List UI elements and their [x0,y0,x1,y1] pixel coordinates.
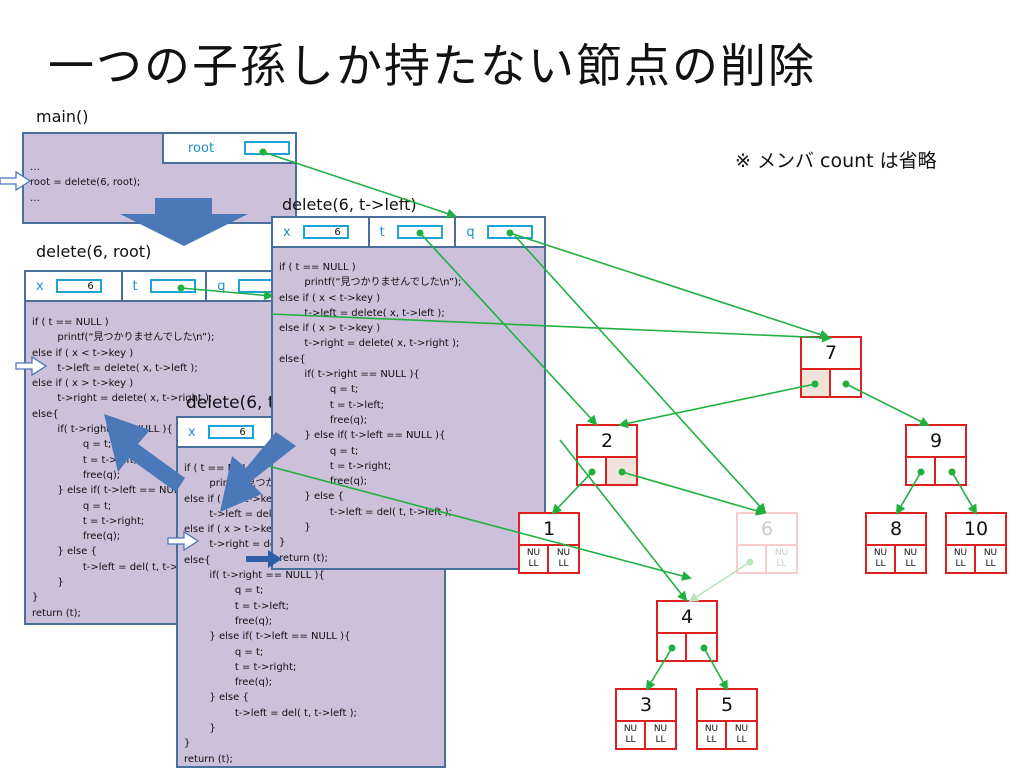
main-code: … root = delete(6, root); … [30,162,141,204]
edge-7-to-9 [845,383,930,426]
var-t: t [122,272,208,302]
omission-note: ※ メンバ count は省略 [735,150,937,172]
node-key-2: 2 [578,426,636,458]
var-x-label: x [36,278,44,294]
tree-node-9: 9 [905,424,967,486]
node-9-left [907,458,936,484]
x-value-box-f2: 6 [302,225,349,239]
node-key-7: 7 [802,338,860,370]
var-x-f3: x 6 [178,418,275,448]
var-x-f2-label: x [283,224,291,240]
var-x-f2: x 6 [273,218,370,248]
edge-7-to-2 [618,383,816,429]
x-value-box-f3: 6 [207,425,254,439]
frame-label-f1: delete(6, root) [36,242,152,261]
node-6-left [738,546,767,572]
call-arrow-f1-to-f3 [104,414,185,492]
node-key-4: 4 [658,602,716,634]
var-root-label: root [188,140,215,156]
var-q-label: q [217,278,226,294]
ptr-f3-t [256,462,692,581]
stack-frame-delete-t-left: x 6 t q if ( t == NULL ) printf(“見つかりません… [271,216,546,570]
call-arrow-main-to-f1 [120,198,248,246]
node-2-left [578,458,607,484]
current-line-marker-f3 [167,530,200,552]
edge-9-to-10 [951,471,978,515]
node-key-10: 10 [947,514,1005,546]
ptr-f1-t [180,287,274,301]
edge-2-to-6 [621,471,766,516]
ptr-root [262,151,457,219]
slide-title: 一つの子孫しか持たない節点の削除 [48,39,816,93]
node-key-9: 9 [907,426,965,458]
edge-6-to-4-faded [688,561,751,603]
node-4-left [658,634,687,660]
var-t-f2: t [369,218,457,248]
var-t-label: t [132,278,138,294]
current-line-marker-f1 [15,355,48,377]
ptr-f1-q [270,313,832,343]
var-x: x 6 [26,272,123,302]
edge-4-to-3 [645,647,673,691]
tree-node-2: 2 [576,424,638,486]
frame-label-main: main() [36,107,89,126]
ptr-f2-t [419,232,598,426]
edge-2-to-1 [551,471,593,515]
call-arrow-f3-to-f2 [220,432,296,512]
node-key-5: 5 [698,690,756,722]
current-line-marker-main [0,170,32,192]
var-t-f2-label: t [379,224,385,240]
x-value-box: 6 [55,279,102,293]
var-q-f2-label: q [466,224,475,240]
node-key-8: 8 [867,514,925,546]
var-root: root [162,134,295,164]
node-key-1: 1 [520,514,578,546]
edge-9-to-8 [895,471,922,515]
tree-node-7: 7 [800,336,862,398]
frame-label-f2: delete(6, t->left) [282,195,417,214]
f2-code: if ( t == NULL ) printf(“見つかりませんでした\n”);… [279,262,462,564]
node-key-3: 3 [617,690,675,722]
ptr-f2-q-to-6 [514,235,767,514]
var-x-f3-label: x [188,424,196,440]
ptr-f2-q [509,232,830,340]
node-key-6: 6 [738,514,796,546]
return-arrow [246,550,282,568]
ptr-to-4 [559,439,688,602]
edge-4-to-5 [703,647,728,691]
